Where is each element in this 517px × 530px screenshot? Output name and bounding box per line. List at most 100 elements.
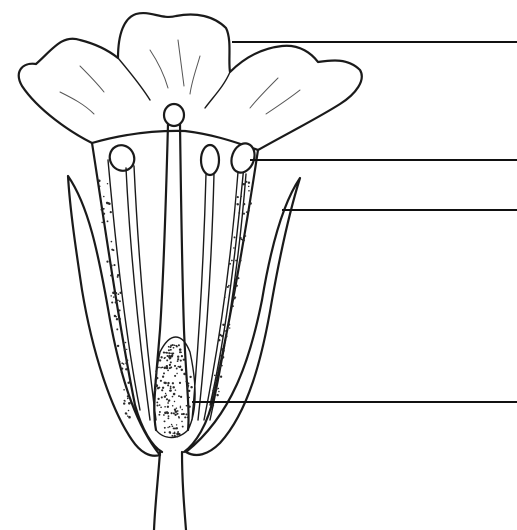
stipple-dot <box>172 354 174 356</box>
stipple-dot <box>225 335 228 338</box>
stipple-dot <box>235 260 237 262</box>
stipple-dot <box>125 342 127 344</box>
stipple-dot <box>236 285 238 287</box>
stipple-dot <box>160 367 162 369</box>
stipple-dot <box>175 389 177 391</box>
stipple-dot <box>164 367 167 370</box>
stipple-dot <box>128 410 130 412</box>
stipple-dot <box>164 427 166 429</box>
stipple-dot <box>185 381 187 383</box>
stipple-dot <box>187 382 189 384</box>
stipple-dot <box>107 220 109 222</box>
stipple-dot <box>174 401 175 402</box>
stipple-dot <box>169 355 171 357</box>
stipple-dot <box>176 407 177 408</box>
stipple-dot <box>223 350 225 352</box>
stipple-dot <box>180 360 182 362</box>
stipple-dot <box>239 237 242 240</box>
stipple-dot <box>238 212 240 214</box>
stipple-dot <box>172 382 174 384</box>
stipple-dot <box>184 416 186 418</box>
stipple-dot <box>164 406 166 408</box>
stipple-dot <box>245 181 247 183</box>
stipple-dot <box>187 387 189 389</box>
stipple-dot <box>174 345 176 347</box>
stipple-dot <box>164 432 166 434</box>
stipple-dot <box>183 373 186 376</box>
stipple-dot <box>171 412 173 414</box>
stipple-dot <box>224 296 226 298</box>
stipple-dot <box>222 357 224 359</box>
stipple-dot <box>174 414 176 416</box>
stipple-dot <box>171 435 173 437</box>
stipple-dot <box>169 426 171 428</box>
stipple-dot <box>164 352 166 354</box>
stipple-dot <box>174 435 176 437</box>
stipple-dot <box>219 365 222 368</box>
stipple-dot <box>155 384 158 387</box>
stipple-dot <box>155 389 157 391</box>
stipple-dot <box>173 412 175 414</box>
stipple-dot <box>221 348 224 351</box>
stipple-dot <box>176 427 178 429</box>
stipple-dot <box>187 417 189 419</box>
stipple-dot <box>220 376 222 378</box>
pedicel <box>154 452 186 530</box>
stipple-dot <box>174 409 176 411</box>
stipple-dot <box>110 274 112 276</box>
stipple-dot <box>224 330 226 332</box>
stipple-dot <box>164 357 166 359</box>
stipple-dot <box>160 406 162 408</box>
stipple-dot <box>103 213 105 215</box>
stipple-dot <box>181 421 183 423</box>
stipple-dot <box>168 356 170 358</box>
stipple-dot <box>119 292 121 294</box>
stipple-dot <box>166 365 168 367</box>
stipple-dot <box>166 367 169 370</box>
stipple-dot <box>183 413 185 415</box>
stipple-dot <box>245 235 247 237</box>
stipple-dot <box>113 296 114 297</box>
stipple-dot <box>215 388 217 390</box>
stipple-dot <box>123 363 125 365</box>
stipple-dot <box>170 387 172 389</box>
stipple-dot <box>126 349 127 350</box>
stipple-dot <box>181 369 183 371</box>
stipple-dot <box>111 241 113 243</box>
stipple-dot <box>125 362 127 364</box>
stipple-dot <box>169 358 171 360</box>
stipple-dot <box>174 432 176 434</box>
stipple-dot <box>219 354 221 356</box>
stipple-dot <box>181 409 183 411</box>
stipple-dot <box>177 358 179 360</box>
stipple-dot <box>157 398 159 400</box>
stipple-dot <box>157 405 159 407</box>
stipple-dot <box>234 289 236 291</box>
stipple-dot <box>169 367 171 369</box>
stipple-dot <box>159 359 161 361</box>
stipple-dot <box>173 347 175 349</box>
stipple-dot <box>116 318 118 320</box>
stipple-dot <box>117 345 119 347</box>
stipple-dot <box>179 366 181 368</box>
stipple-dot <box>178 395 180 397</box>
stipple-dot <box>222 324 224 326</box>
stipple-dot <box>111 249 113 251</box>
stipple-dot <box>111 301 113 303</box>
stipple-dot <box>160 380 162 382</box>
stipple-dot <box>237 196 239 198</box>
stipple-dot <box>121 332 123 334</box>
stipple-dot <box>232 305 234 307</box>
stipple-dot <box>123 389 125 391</box>
stipple-dot <box>235 296 236 297</box>
stipple-dot <box>243 203 245 205</box>
stipple-dot <box>172 396 174 398</box>
stipple-dot <box>180 396 182 398</box>
stipple-dot <box>165 382 167 384</box>
stipple-dot <box>217 368 219 370</box>
stipple-dot <box>171 424 173 426</box>
stipple-dot <box>229 263 231 265</box>
stipple-dot <box>123 402 125 404</box>
stipple-dot <box>162 387 164 389</box>
stipple-dot <box>248 190 250 192</box>
